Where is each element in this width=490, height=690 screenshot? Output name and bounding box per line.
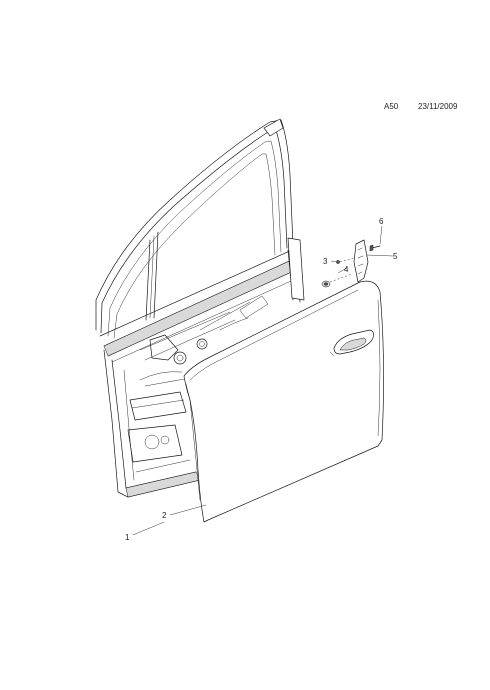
outer-door-panel bbox=[183, 280, 384, 523]
callout-6: 6 bbox=[379, 217, 384, 226]
sheet-date: 23/11/2009 bbox=[418, 102, 458, 111]
callout-5: 5 bbox=[393, 252, 398, 261]
hinge-parts bbox=[321, 239, 381, 288]
callout-1: 1 bbox=[125, 533, 130, 542]
callout-3: 3 bbox=[323, 257, 328, 266]
door-frame-assembly bbox=[95, 118, 305, 498]
callout-2: 2 bbox=[162, 511, 167, 520]
callout-4: 4 bbox=[344, 265, 349, 274]
sheet-code: A50 bbox=[384, 102, 399, 111]
leader-lines bbox=[132, 225, 394, 536]
